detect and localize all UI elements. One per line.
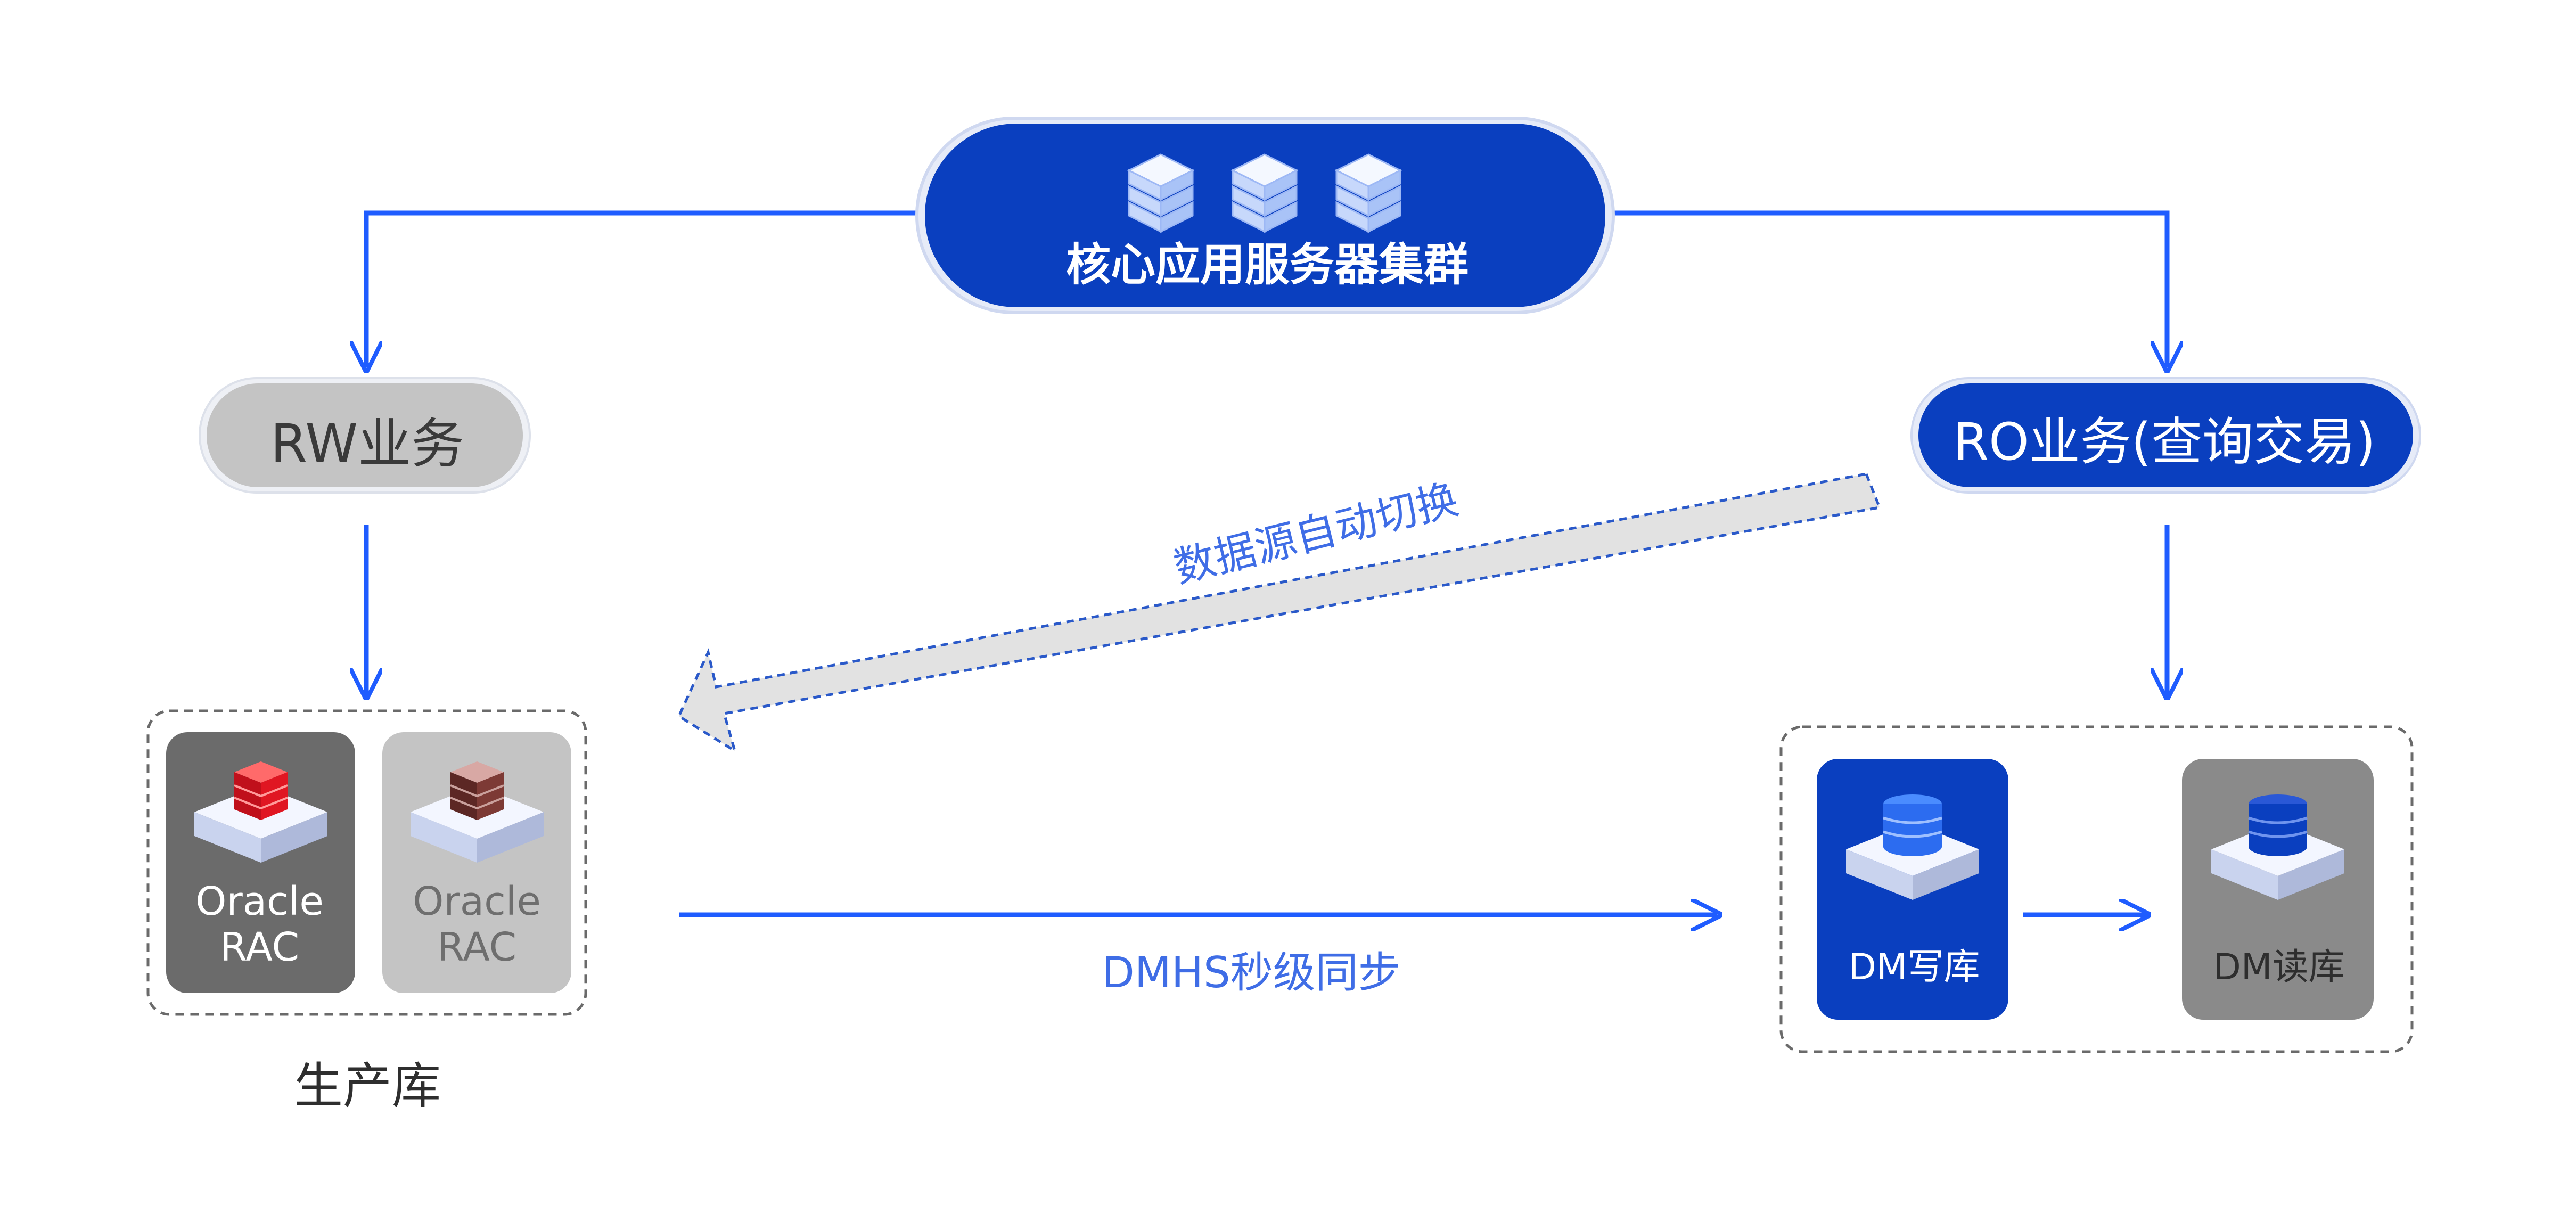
dm-db-group [1779,725,2414,1053]
server-stack-icon [1127,153,1195,233]
server-stack-icon [1334,153,1402,233]
oracle-rac-node-2-label: Oracle RAC [382,879,571,970]
connector-lines [366,210,2167,915]
dm-db-icon [1846,794,1979,900]
oracle-db-icon [194,761,327,863]
ro-service-pill [1910,377,2421,494]
oracle-db-icon [411,761,544,863]
server-stack-icon [1230,153,1299,233]
rw-service-pill [199,377,531,494]
dmhs-sync-label: DMHS秒级同步 [1102,948,1401,997]
core-to-ro-line [1613,210,2167,367]
rw-service-label: RW业务 [270,413,465,475]
core-to-rw-line [366,210,916,367]
auto-switch-arrow [677,472,1882,754]
oracle-rac-node-2-line2: RAC [437,924,517,970]
production-db-label: 生产库 [293,1058,441,1115]
ro-service-label: RO业务(查询交易) [1953,412,2376,472]
dm-write-label: DM写库 [1848,946,1980,988]
oracle-rac-node-1-line2: RAC [219,924,300,970]
oracle-rac-node-1-label: Oracle RAC [165,879,354,970]
oracle-rac-node-2-line1: Oracle [413,879,541,924]
oracle-rac-node-2 [382,732,571,993]
core-cluster-pill [915,117,1615,314]
oracle-rac-node-1 [166,732,355,993]
dm-read-label: DM读库 [2213,946,2345,988]
oracle-rac-node-1-line1: Oracle [195,879,324,924]
dm-db-icon [2211,794,2344,900]
production-db-group [146,709,587,1016]
core-cluster-label: 核心应用服务器集群 [1065,239,1469,291]
